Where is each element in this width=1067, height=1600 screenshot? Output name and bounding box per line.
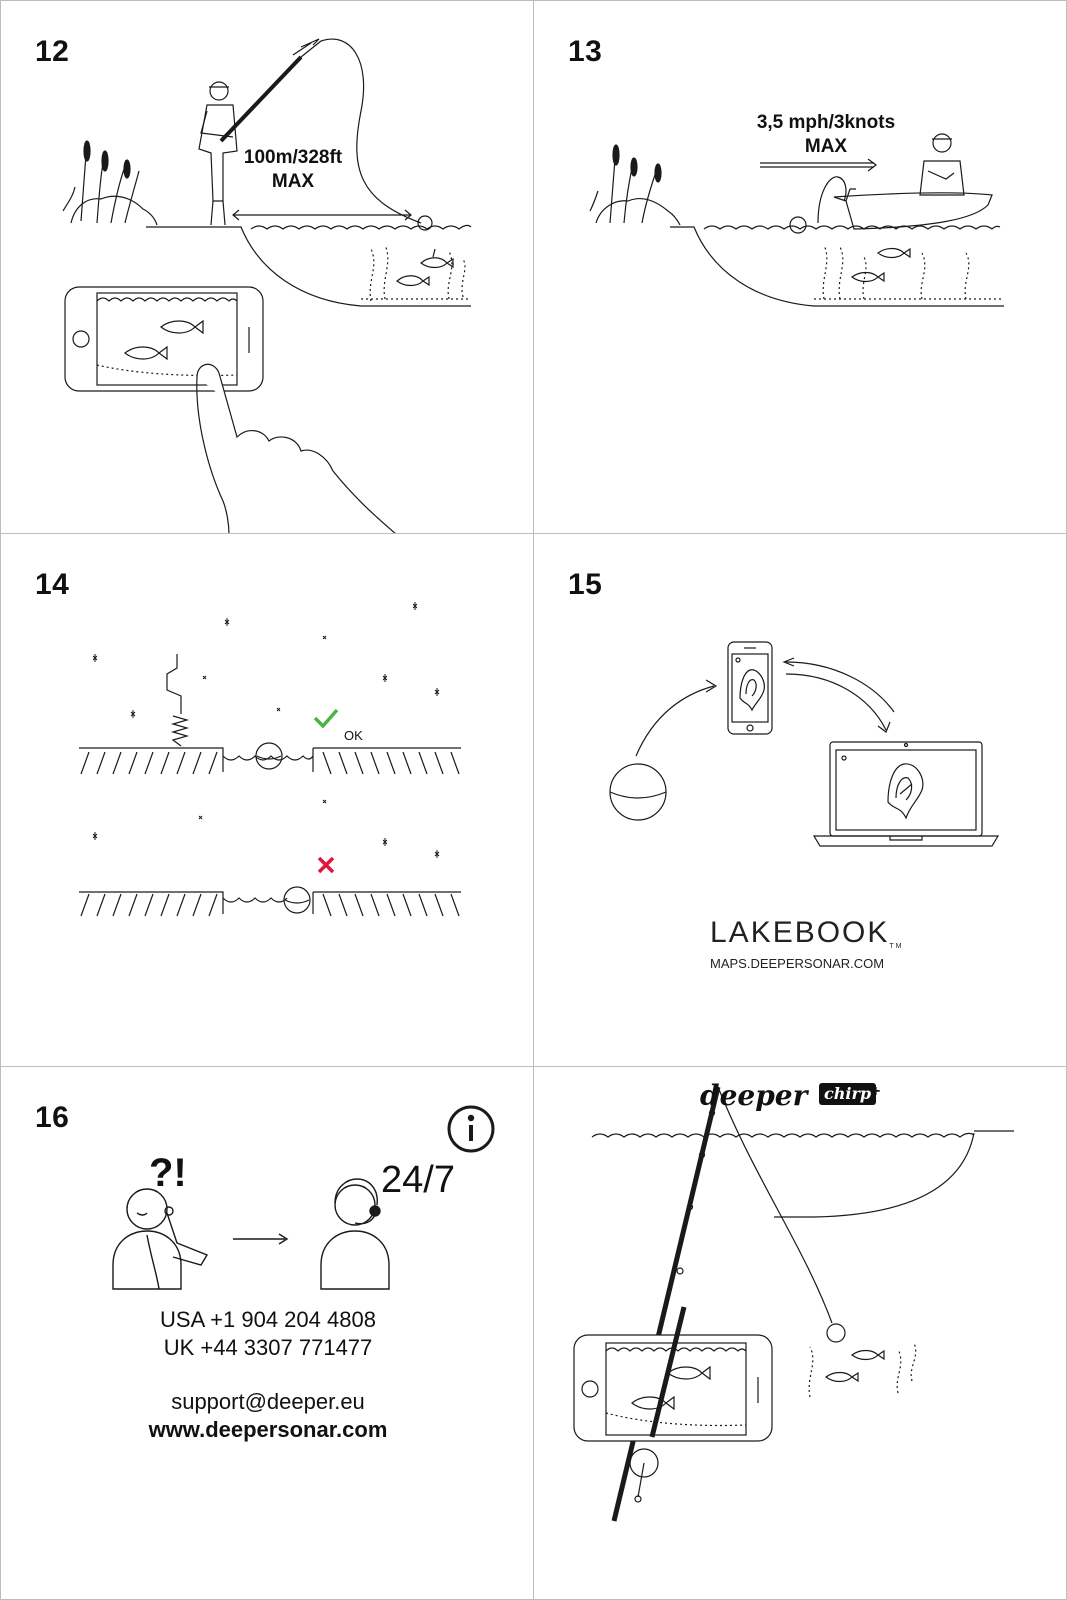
step-number: 15 xyxy=(568,568,603,601)
speed-value: 3,5 mph/3knots xyxy=(756,112,896,133)
distance-max: MAX xyxy=(271,171,315,192)
cast-illustration xyxy=(62,38,472,533)
brand-logo: deeper xyxy=(700,1079,808,1112)
panel-step-13: 13 3,5 mph/3knots MAX xyxy=(533,0,1067,534)
speed-max: MAX xyxy=(804,136,848,157)
snowflakes xyxy=(92,602,440,858)
step-number: 16 xyxy=(35,1101,70,1134)
trademark: TM xyxy=(889,943,904,950)
cross-icon xyxy=(317,856,335,874)
step-number: 13 xyxy=(568,35,603,68)
check-icon xyxy=(313,708,339,729)
hours-label: 24/7 xyxy=(381,1159,455,1201)
lakebook-logo: LAKEBOOKTM xyxy=(710,916,904,950)
panel-step-14: 14 OK xyxy=(0,533,534,1067)
lakebook-sync-illustration xyxy=(609,641,1000,847)
panel-step-16: 16 ?! 24/7 USA +1 904 204 4808 UK +44 33… xyxy=(0,1066,534,1600)
ice-hatching-bottom xyxy=(80,893,460,917)
lakebook-wordmark: LAKEBOOK xyxy=(710,916,890,949)
speed-label: 3,5 mph/3knots MAX xyxy=(746,111,906,159)
support-email[interactable]: support@deeper.eu xyxy=(171,1389,365,1414)
boat-illustration xyxy=(589,133,1004,307)
model-plus: + xyxy=(871,1083,881,1100)
question-exclamation: ?! xyxy=(149,1151,187,1195)
model-badge: chirp xyxy=(819,1083,877,1105)
ice-fishing-illustration xyxy=(79,602,461,917)
support-illustration xyxy=(112,1105,495,1290)
phone-uk: UK +44 3307 771477 xyxy=(163,1335,373,1360)
phone-on-rod-illustration xyxy=(573,1086,1014,1522)
step-number: 14 xyxy=(35,568,70,601)
website-link[interactable]: www.deepersonar.com xyxy=(148,1417,388,1442)
phone-usa: USA +1 904 204 4808 xyxy=(160,1307,376,1332)
distance-value: 100m/328ft xyxy=(243,147,343,168)
panel-step-15: 15 LAKEBOOKTM MAPS.DEEPERSONAR.COM xyxy=(533,533,1067,1067)
panel-step-12: 12 100m/328ft MAX xyxy=(0,0,534,534)
maps-url: MAPS.DEEPERSONAR.COM xyxy=(710,956,885,971)
step-number: 12 xyxy=(35,35,70,68)
panel-brand: deeper chirp + xyxy=(533,1066,1067,1600)
info-icon xyxy=(447,1105,495,1153)
ok-label: OK xyxy=(344,728,363,743)
ice-hatching-top xyxy=(80,751,460,775)
distance-label: 100m/328ft MAX xyxy=(233,146,353,194)
